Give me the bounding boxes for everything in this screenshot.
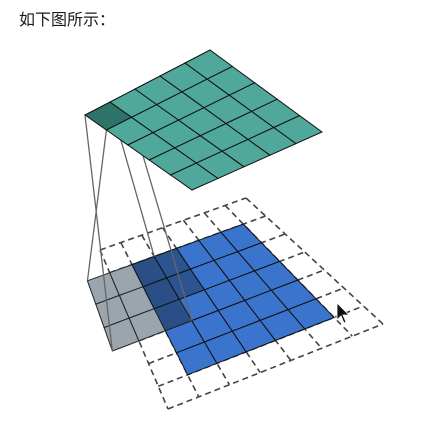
output-grid <box>84 49 323 191</box>
padding-grid-line <box>167 323 384 410</box>
kernel-input-overlap <box>131 247 206 310</box>
padding-grid-line <box>245 197 384 325</box>
overlap-cell <box>166 268 206 300</box>
caption-text: 如下图所示： <box>19 10 116 29</box>
projection-line <box>84 114 114 352</box>
mouse-cursor-icon <box>336 302 350 324</box>
padding-grid-line <box>99 249 169 410</box>
input-cell <box>287 298 335 330</box>
output-cell <box>272 115 323 145</box>
padding-grid-line <box>99 197 247 251</box>
projection-line <box>86 129 108 281</box>
